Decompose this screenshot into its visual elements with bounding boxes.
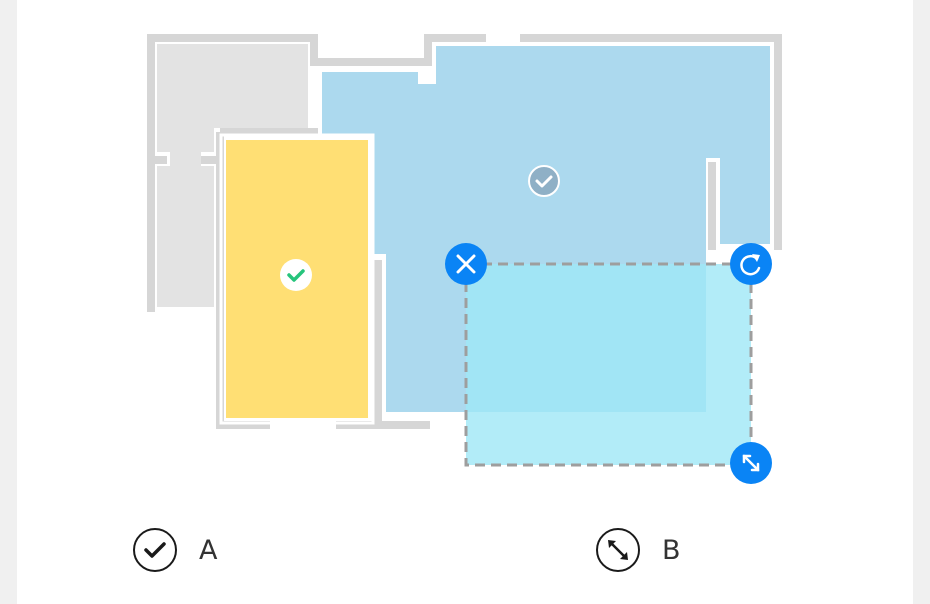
zone-rotate-button[interactable] xyxy=(730,243,772,285)
legend-label-a: A xyxy=(199,534,218,566)
legend-item-a: A xyxy=(132,527,217,573)
resize-diagonal-icon xyxy=(595,527,641,573)
close-icon xyxy=(456,254,476,274)
rotate-icon xyxy=(740,254,761,276)
cleaning-zone[interactable] xyxy=(464,262,753,467)
legend-item-b: B xyxy=(595,527,681,573)
room-blue-check-icon xyxy=(528,165,560,197)
resize-diagonal-icon xyxy=(742,454,760,472)
zone-resize-button[interactable] xyxy=(730,442,772,484)
zone-delete-button[interactable] xyxy=(445,243,487,285)
room-yellow-check-icon xyxy=(280,259,312,291)
legend-label-b: B xyxy=(662,534,681,566)
walls xyxy=(147,34,782,429)
room-left-unselected[interactable] xyxy=(157,44,308,307)
check-circle-icon xyxy=(132,527,178,573)
